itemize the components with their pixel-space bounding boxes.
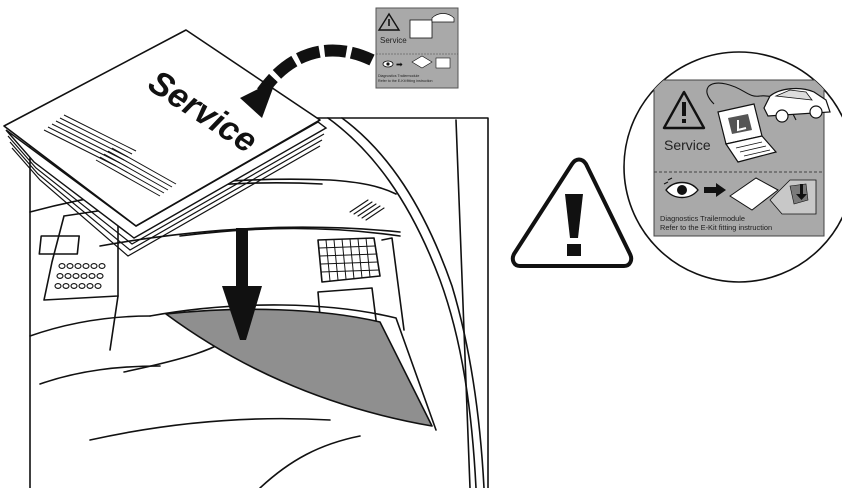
sticker-small-service-label: Service xyxy=(380,36,407,45)
glovebox-lid xyxy=(166,309,432,426)
radio-buttons xyxy=(55,264,105,289)
sticker-large-caption-1: Diagnostics Trailermodule xyxy=(660,214,745,223)
a-pillar xyxy=(328,118,476,488)
laptop-icon xyxy=(410,20,432,38)
service-sticker-small: Service ➡ Diagnostics Trailermodule Refe… xyxy=(376,8,458,88)
sticker-small-caption-2: Refer to the E-Kit fitting instruction xyxy=(378,79,433,83)
booklet-cover xyxy=(4,30,320,226)
radio-display xyxy=(39,236,79,254)
right-arrow-icon: ➡ xyxy=(396,60,403,69)
sticker-small-caption-1: Diagnostics Trailermodule xyxy=(378,74,419,78)
sticker-large-caption-2: Refer to the E-Kit fitting instruction xyxy=(660,223,772,232)
defrost-vent xyxy=(350,200,384,220)
warning-triangle-icon-large xyxy=(513,160,631,267)
air-vent xyxy=(318,238,380,282)
service-booklet: Service xyxy=(4,30,326,256)
sticker-magnifier: Service xyxy=(624,52,842,282)
sticker-large-service-label: Service xyxy=(664,137,711,153)
